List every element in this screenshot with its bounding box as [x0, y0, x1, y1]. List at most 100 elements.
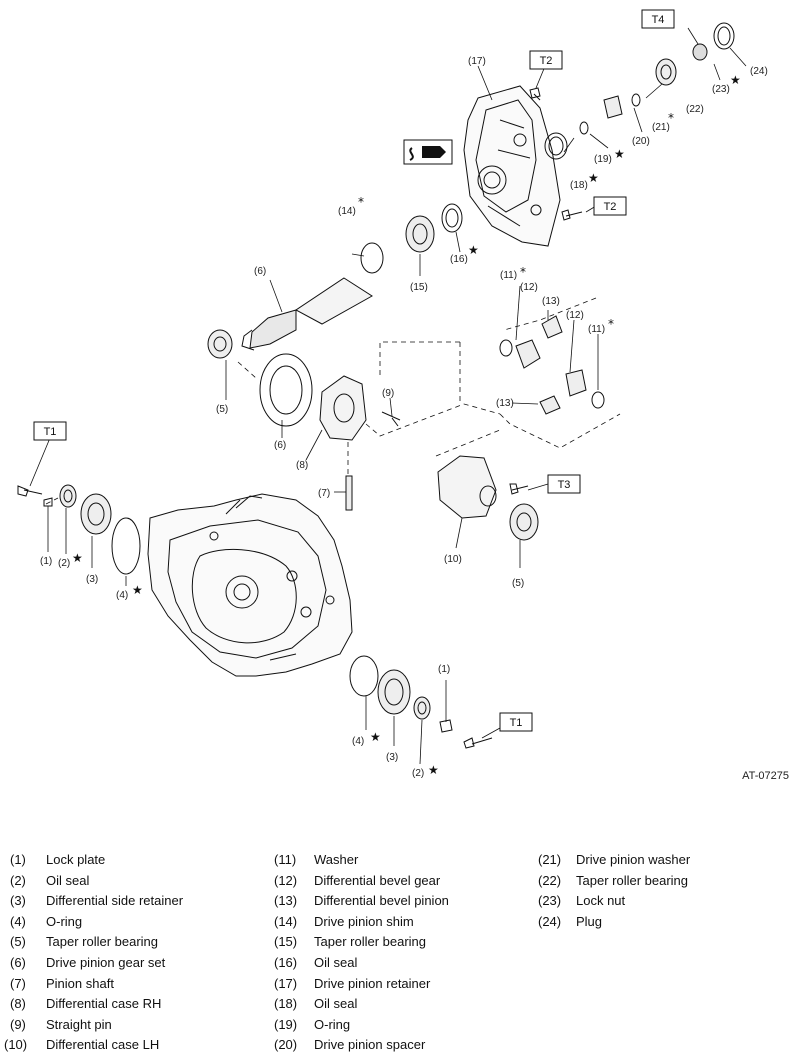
- legend-num: (4): [10, 913, 26, 929]
- legend-num: (20): [274, 1037, 298, 1053]
- legend-label: Washer: [314, 852, 359, 867]
- torque-label-t3: T3: [558, 479, 571, 491]
- callout-5-upper: (5): [216, 404, 228, 415]
- legend-label: Taper roller bearing: [576, 872, 689, 888]
- bolts: [17, 87, 583, 749]
- callout-24: (24): [750, 66, 768, 77]
- legend-label: Oil seal: [46, 872, 90, 888]
- callout-14: (14): [338, 206, 356, 217]
- torque-label-t2-upper: T2: [540, 55, 553, 67]
- legend-label: Taper roller bearing: [46, 934, 159, 950]
- legend-num: (23): [538, 893, 562, 909]
- callout-7: (7): [318, 488, 330, 499]
- legend-num: (12): [274, 872, 298, 888]
- callout-5-lower: (5): [512, 578, 524, 589]
- drive-pinion-retainer-part: [463, 85, 561, 247]
- legend-num: (9): [10, 1016, 26, 1032]
- legend-num: (24): [538, 913, 562, 929]
- legend-num: (16): [274, 954, 298, 970]
- legend-label: O-ring: [46, 913, 83, 929]
- callout-22: (22): [686, 104, 704, 115]
- callout-17: (17): [468, 56, 486, 67]
- legend-num: (7): [10, 975, 26, 991]
- callout-11-upper: (11): [500, 270, 517, 281]
- callout-23: (23): [712, 84, 730, 95]
- callout-12-left: (12): [520, 282, 538, 293]
- legend-label: Drive pinion shim: [314, 913, 414, 929]
- legend-label: Differential bevel gear: [314, 872, 441, 888]
- legend-num: (15): [274, 934, 298, 950]
- legend-label: Drive pinion gear set: [46, 954, 166, 970]
- star-4-right: ★: [370, 730, 381, 744]
- star-19: ★: [614, 147, 625, 161]
- callout-9: (9): [382, 388, 394, 399]
- callout-2-right: (2): [412, 768, 424, 779]
- legend-label: Taper roller bearing: [314, 934, 427, 950]
- legend-num: (18): [274, 996, 298, 1012]
- legend-num: (6): [10, 954, 26, 970]
- legend-num: (21): [538, 852, 562, 867]
- callout-15: (15): [410, 282, 428, 293]
- legend-label: Drive pinion retainer: [314, 975, 431, 991]
- callout-2-left: (2): [58, 558, 70, 569]
- asterisk-21: *: [668, 111, 674, 125]
- legend-num: (17): [274, 975, 298, 991]
- sealant-icon: [403, 139, 453, 165]
- differential-case-lh-part: [437, 455, 497, 519]
- bearing-shapes: [59, 22, 735, 720]
- star-2-left: ★: [72, 551, 83, 565]
- bevel-gears-part: [515, 315, 587, 415]
- legend-num: (1): [10, 852, 26, 867]
- drawing-id: AT-07275: [742, 770, 789, 782]
- torque-label-t4: T4: [652, 14, 665, 26]
- legend-num: (13): [274, 893, 298, 909]
- asterisk-11-upper: *: [520, 265, 526, 279]
- callout-10: (10): [444, 554, 462, 565]
- legend-label: Oil seal: [314, 954, 358, 970]
- legend-label: Straight pin: [46, 1016, 112, 1032]
- legend-num: (2): [10, 872, 26, 888]
- parts-legend: (1)Lock plate (2)Oil seal (3)Differentia…: [0, 850, 801, 1060]
- legend-label: Drive pinion washer: [576, 852, 691, 867]
- star-2-right: ★: [428, 763, 439, 777]
- callout-13-upper: (13): [542, 296, 560, 307]
- legend-label: Differential bevel pinion: [314, 893, 449, 909]
- legend-label: Differential side retainer: [46, 893, 184, 909]
- callout-3-left: (3): [86, 574, 98, 585]
- legend-label: Plug: [576, 913, 603, 929]
- legend-label: Pinion shaft: [46, 975, 114, 991]
- callout-19: (19): [594, 154, 612, 165]
- callout-13-lower: (13): [496, 398, 514, 409]
- callout-1-right: (1): [438, 664, 450, 675]
- asterisk-14: *: [358, 195, 364, 209]
- transmission-case-part: [147, 493, 353, 677]
- legend-num: (3): [10, 893, 26, 909]
- assembly-lines: [45, 297, 621, 505]
- callout-8: (8): [296, 460, 308, 471]
- callout-12-right: (12): [566, 310, 584, 321]
- callout-20: (20): [632, 136, 650, 147]
- legend-label: Oil seal: [314, 996, 358, 1012]
- star-18: ★: [588, 171, 599, 185]
- star-16: ★: [468, 243, 479, 257]
- legend-num: (8): [10, 996, 26, 1012]
- legend-label: O-ring: [314, 1016, 351, 1032]
- callout-6-gear: (6): [274, 440, 286, 451]
- torque-label-t1-right: T1: [510, 717, 523, 729]
- asterisk-11-right: *: [608, 317, 614, 331]
- legend-num: (11): [274, 852, 297, 867]
- legend-num: (5): [10, 934, 26, 950]
- callout-4-right: (4): [352, 736, 364, 747]
- callout-11-right: (11): [588, 324, 605, 335]
- legend-num: (22): [538, 872, 562, 888]
- drive-pinion-shaft-part: [241, 277, 373, 351]
- callout-4-left: (4): [116, 590, 128, 601]
- legend-label: Differential case RH: [46, 996, 162, 1012]
- callout-6-shaft: (6): [254, 266, 266, 277]
- legend-label: Drive pinion spacer: [314, 1037, 426, 1053]
- pinion-shaft-part: [345, 475, 353, 511]
- legend-num: (14): [274, 913, 298, 929]
- exploded-parts-diagram: T4 T2 T2 T3 T1 T1 (17) (24) (23) ★ (22) …: [17, 9, 768, 779]
- callout-3-right: (3): [386, 752, 398, 763]
- star-4-left: ★: [132, 583, 143, 597]
